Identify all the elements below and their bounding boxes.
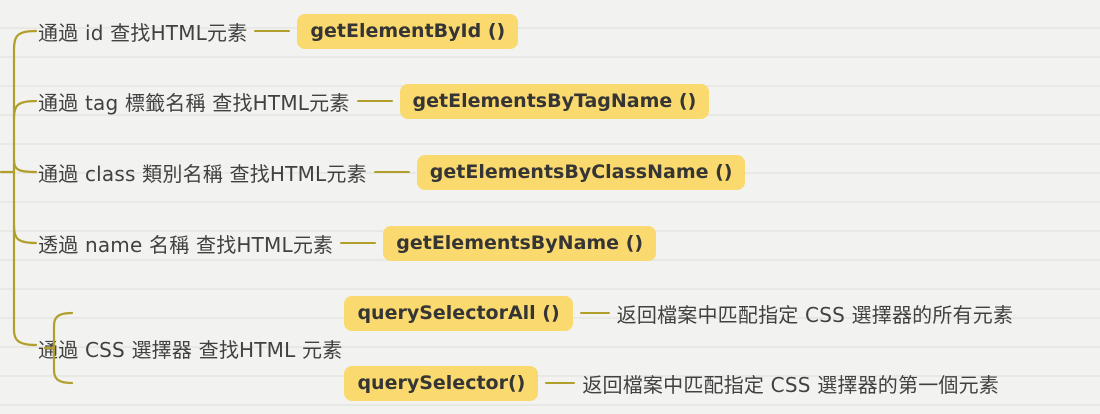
subbranch-connector [44,311,74,385]
mindmap-branch: 通過 CSS 選擇器 查找HTML 元素 querySelectorAll ()… [38,293,1013,403]
subbranch-description[interactable]: 返回檔案中匹配指定 CSS 選擇器的第一個元素 [582,372,999,397]
mindmap-subbranch: querySelectorAll () 返回檔案中匹配指定 CSS 選擇器的所有… [344,293,1013,333]
branch-label[interactable]: 透過 name 名稱 查找HTML元素 [38,232,334,257]
subbranch-description[interactable]: 返回檔案中匹配指定 CSS 選擇器的所有元素 [616,302,1014,327]
subbranch-group: querySelectorAll () 返回檔案中匹配指定 CSS 選擇器的所有… [344,293,1013,403]
branch-connector-line [545,382,576,384]
branch-label[interactable]: 通過 tag 標籤名稱 查找HTML元素 [38,90,350,115]
mindmap-subbranch: querySelector() 返回檔案中匹配指定 CSS 選擇器的第一個元素 [344,363,1013,403]
branch-connector-line [254,30,291,32]
mindmap-branch: 透過 name 名稱 查找HTML元素 getElementsByName () [38,223,657,263]
branch-connector-line [340,242,377,244]
method-node[interactable]: getElementsByClassName () [416,154,746,190]
method-node[interactable]: querySelectorAll () [344,295,573,331]
mindmap-branch: 通過 id 查找HTML元素 getElementById () [38,11,519,51]
root-branch-connector [0,29,38,347]
mindmap-branch: 通過 class 類別名稱 查找HTML元素 getElementsByClas… [38,152,746,192]
method-node[interactable]: getElementsByTagName () [399,83,710,119]
branch-label[interactable]: 通過 class 類別名稱 查找HTML元素 [38,161,367,186]
method-node[interactable]: getElementsByName () [383,225,657,261]
method-node[interactable]: querySelector() [344,365,539,401]
branch-connector-line [373,171,410,173]
mindmap-branch: 通過 tag 標籤名稱 查找HTML元素 getElementsByTagNam… [38,81,710,121]
branch-connector-line [579,312,610,314]
branch-label[interactable]: 通過 id 查找HTML元素 [38,20,248,45]
branch-label[interactable]: 通過 CSS 選擇器 查找HTML 元素 [38,337,343,362]
branch-connector-line [356,100,393,102]
method-node[interactable]: getElementById () [297,13,519,49]
